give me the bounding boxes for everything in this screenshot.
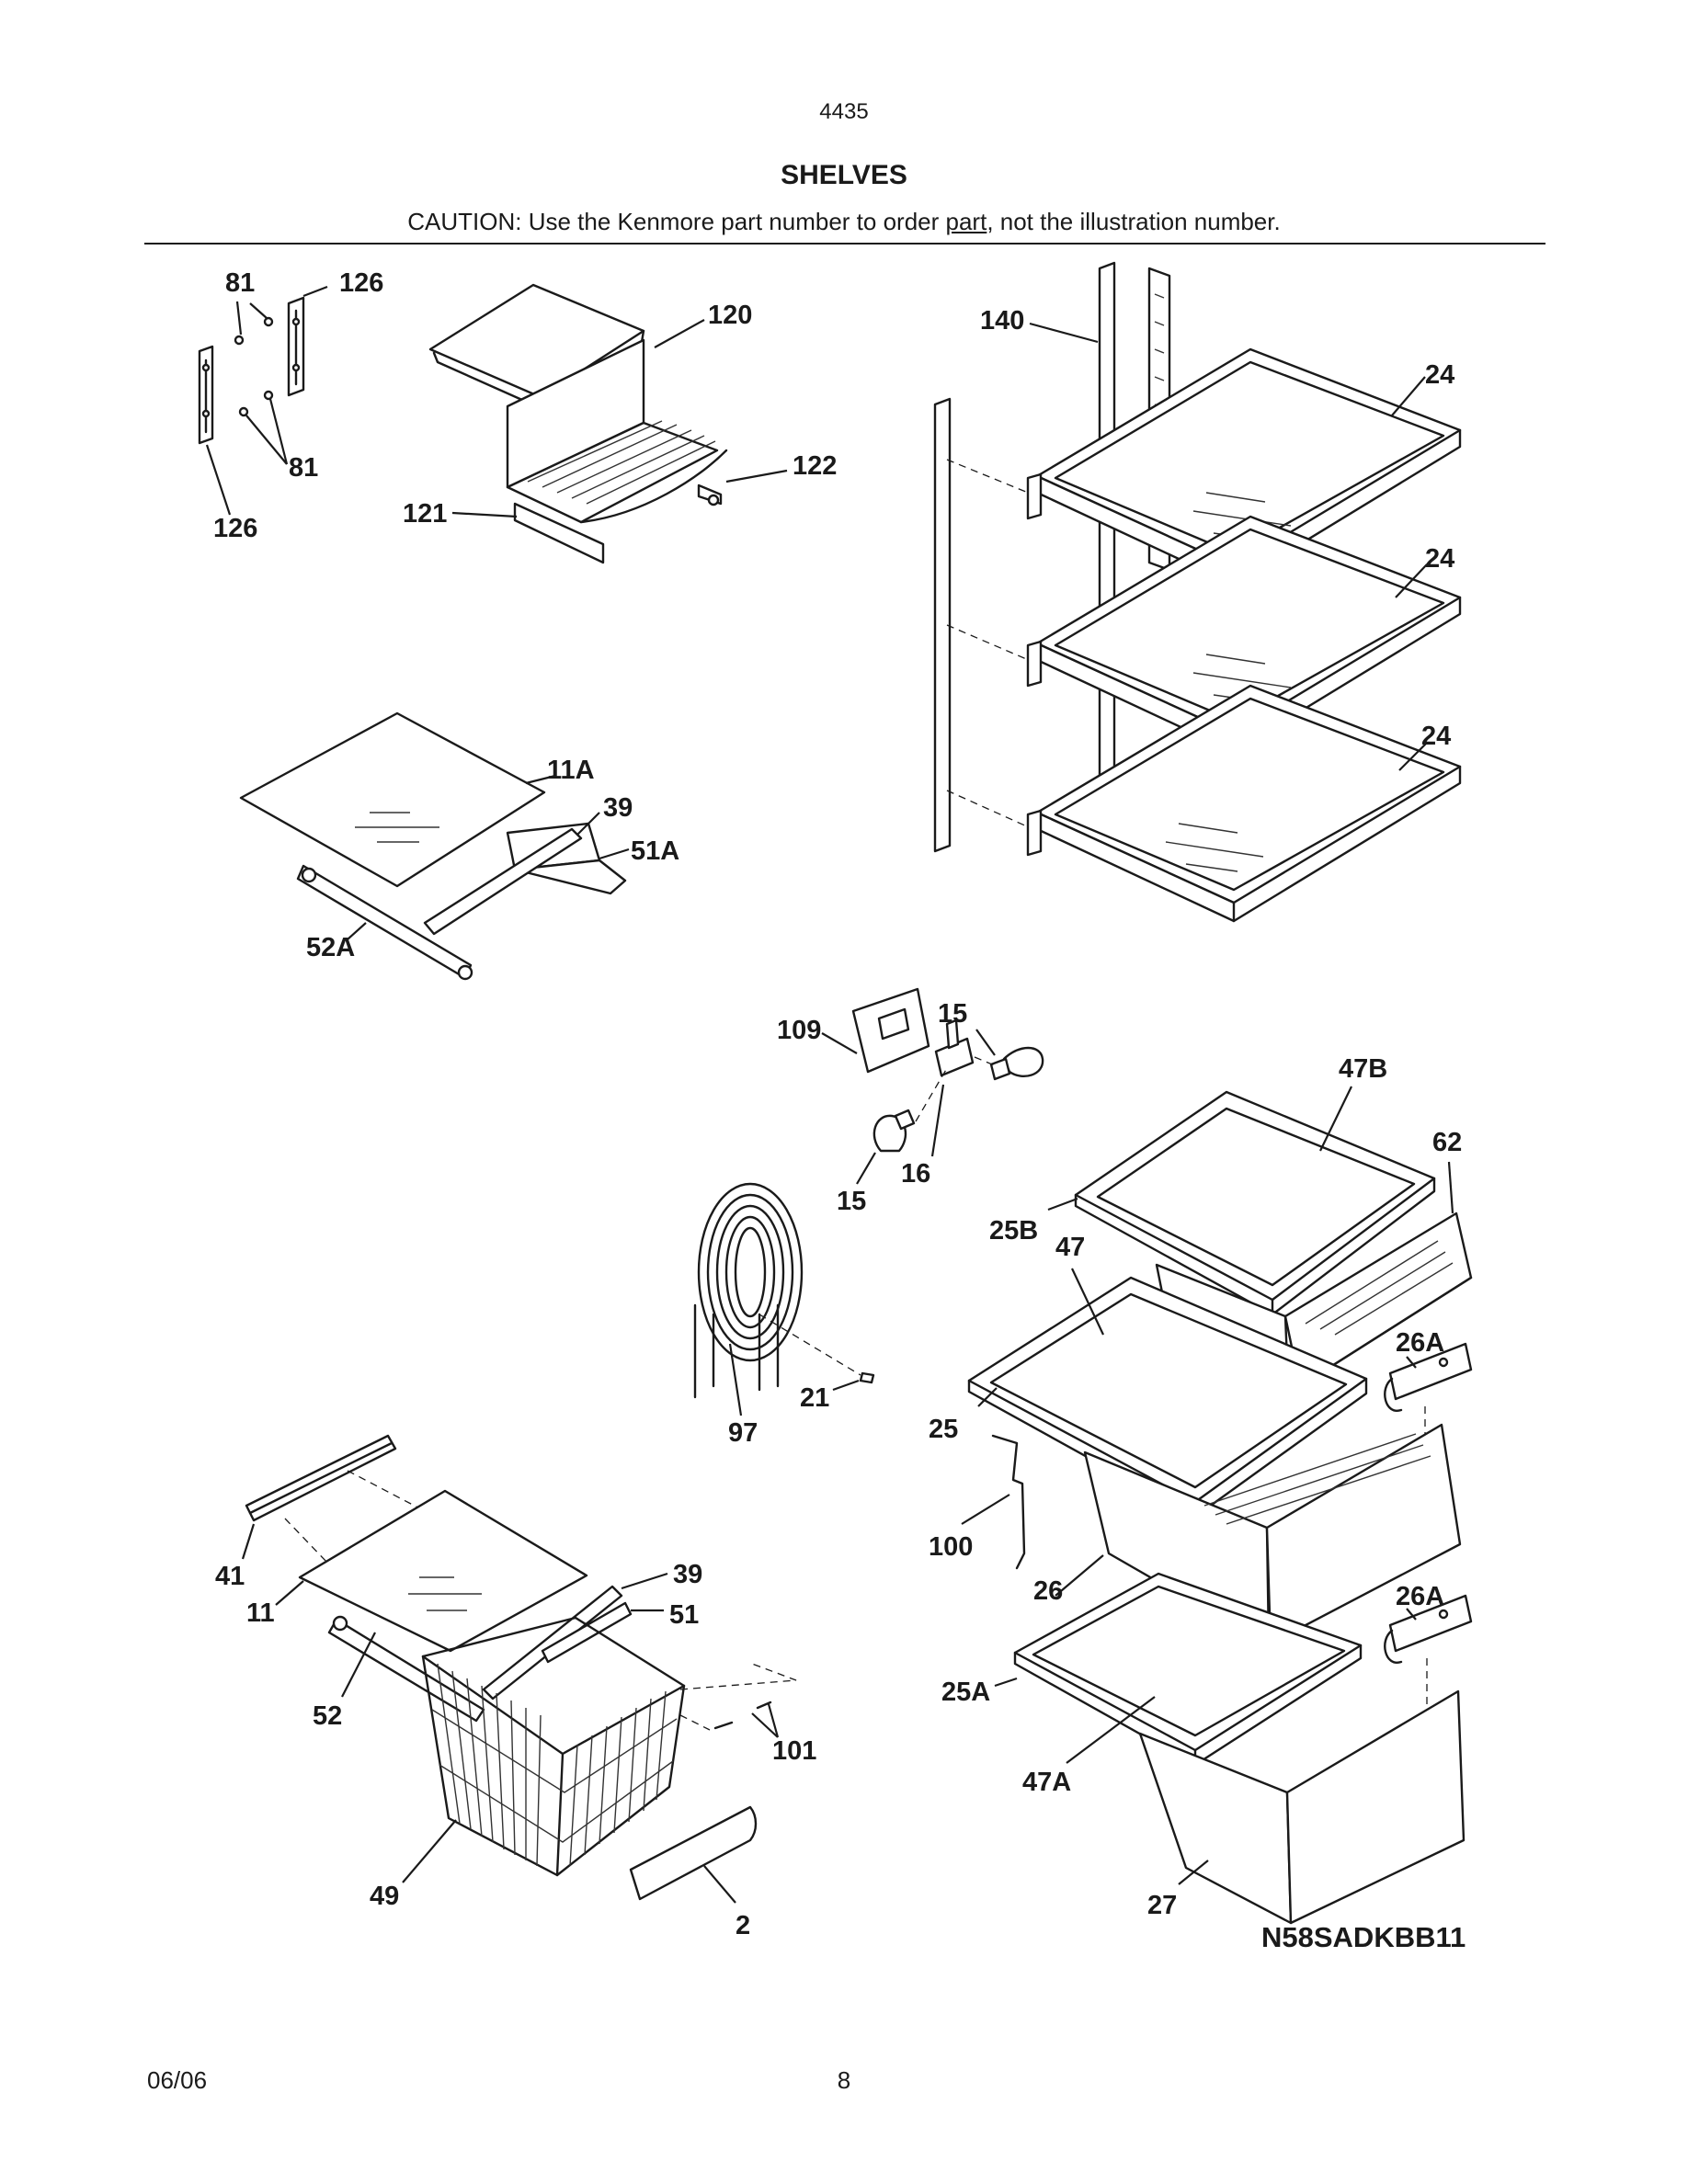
caution-text-start: CAUTION: Use the Kenmore part number to … (407, 208, 946, 235)
callout-39-lower: 39 (673, 1560, 702, 1589)
callout-51: 51 (669, 1600, 699, 1630)
callout-26A-lower: 26A (1396, 1582, 1444, 1611)
callout-26A-upper: 26A (1396, 1328, 1444, 1358)
callout-101: 101 (772, 1736, 816, 1766)
callout-15-upper: 15 (938, 999, 967, 1029)
callout-121: 121 (403, 499, 447, 529)
callout-47: 47 (1055, 1233, 1085, 1262)
callout-2: 2 (736, 1911, 750, 1940)
callout-25B: 25B (989, 1216, 1038, 1246)
callout-126-lower: 126 (213, 514, 257, 543)
callout-25A: 25A (941, 1678, 990, 1707)
callout-15-lower: 15 (837, 1187, 866, 1216)
page-code: 4435 (819, 99, 869, 124)
callout-24-top: 24 (1425, 360, 1454, 390)
callout-24-middle: 24 (1425, 544, 1454, 574)
callout-120: 120 (708, 301, 752, 330)
callout-62: 62 (1432, 1128, 1462, 1157)
callout-labels: 81 126 81 126 120 122 121 140 24 24 24 1… (213, 268, 1466, 1953)
caution-note: CAUTION: Use the Kenmore part number to … (0, 208, 1688, 236)
header-divider (144, 243, 1545, 245)
callout-109: 109 (777, 1016, 821, 1045)
callout-41: 41 (215, 1562, 245, 1591)
crisper-assembly (961, 1086, 1473, 1925)
callout-21: 21 (800, 1383, 829, 1413)
callout-39-upper: 39 (603, 793, 633, 823)
callout-122: 122 (793, 451, 837, 481)
callout-81-upper: 81 (225, 268, 255, 298)
callout-27: 27 (1147, 1891, 1177, 1920)
caution-text-end: , not the illustration number. (987, 208, 1281, 235)
deli-drawer-120-assembly (428, 283, 788, 564)
callout-47A: 47A (1022, 1768, 1071, 1797)
callout-52: 52 (313, 1701, 342, 1731)
heater-coil-97 (693, 1182, 875, 1416)
bracket-126-assembly (198, 285, 328, 516)
section-title: SHELVES (781, 160, 907, 190)
callout-81-lower: 81 (289, 453, 318, 483)
glass-shelf-11A-assembly (239, 711, 630, 981)
callout-52A: 52A (306, 933, 355, 962)
footer-date: 06/06 (147, 2066, 208, 2094)
callout-126-upper: 126 (339, 268, 383, 298)
callout-100: 100 (929, 1532, 973, 1562)
callout-47B: 47B (1339, 1054, 1387, 1084)
callout-16: 16 (901, 1159, 930, 1189)
callout-25: 25 (929, 1415, 958, 1444)
callout-140: 140 (980, 306, 1024, 336)
callout-11A: 11A (547, 756, 595, 785)
callout-97: 97 (728, 1418, 758, 1448)
callout-24-bottom: 24 (1421, 722, 1451, 751)
callout-51A: 51A (631, 836, 679, 866)
callout-11: 11 (246, 1598, 275, 1628)
callout-49: 49 (370, 1882, 399, 1911)
model-number: N58SADKBB11 (1261, 1921, 1466, 1953)
shelf-rail-140-and-shelves-24 (933, 261, 1462, 923)
caution-underlined-word: part (945, 208, 987, 235)
callout-26: 26 (1033, 1576, 1063, 1606)
basket-assembly-49 (241, 1434, 797, 1904)
light-assembly-109 (821, 987, 1044, 1185)
footer-page-number: 8 (837, 2066, 851, 2094)
